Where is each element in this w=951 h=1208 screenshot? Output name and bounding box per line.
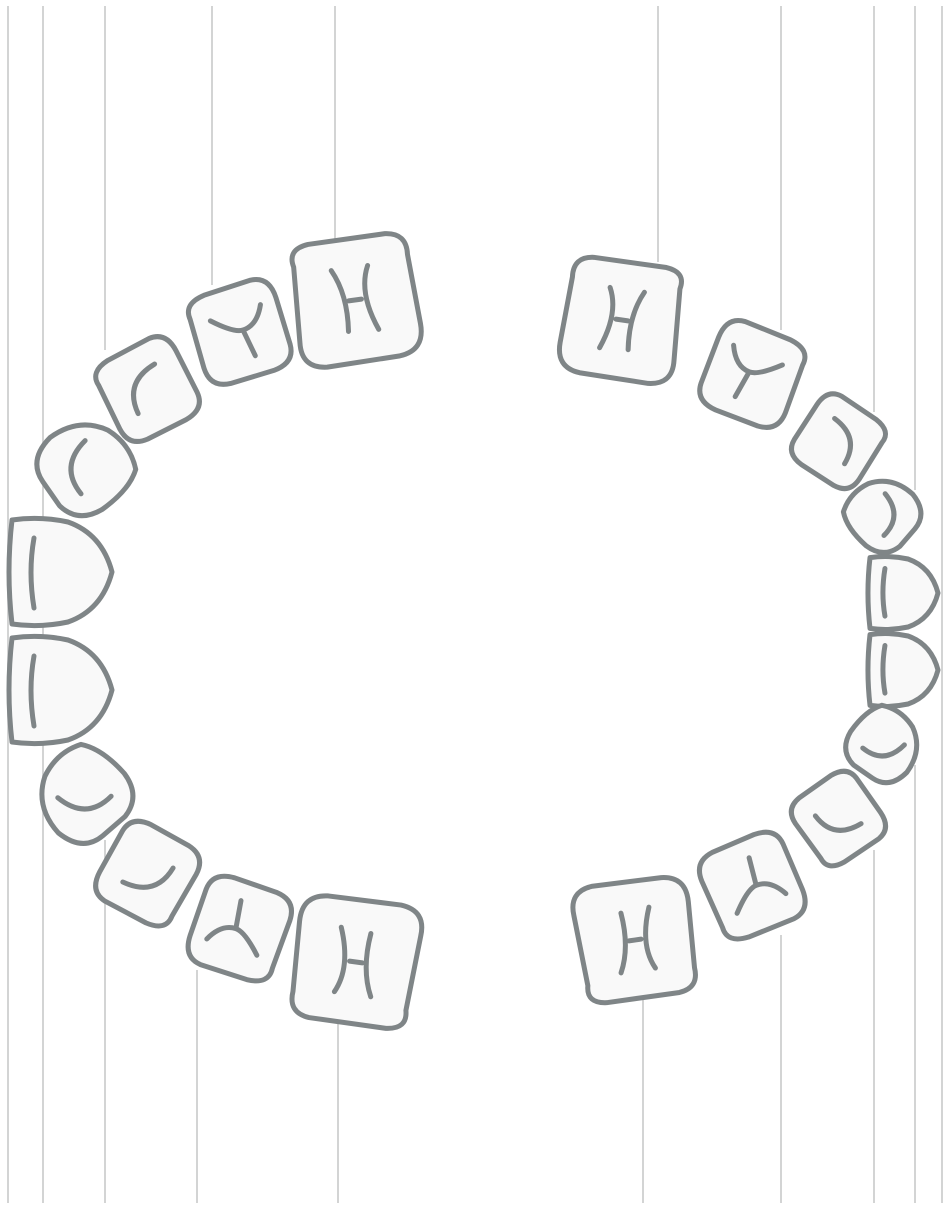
tooth-right-6-incisor	[868, 634, 938, 707]
tooth-right-2-premolar	[693, 315, 812, 435]
tooth-right-10-molar	[570, 873, 701, 1005]
tooth-right-5-incisor	[868, 557, 938, 630]
incisor-crown	[9, 636, 112, 743]
tooth-left-6-incisor	[9, 636, 112, 743]
tooth-left-5-incisor	[9, 518, 112, 625]
line-groove	[883, 569, 885, 617]
incisor-crown	[9, 518, 112, 625]
tooth-left-9-premolar	[183, 870, 298, 986]
incisor-crown	[868, 557, 938, 630]
tooth-left-1-molar	[286, 230, 424, 370]
line-groove	[883, 646, 885, 694]
tooth-left-2-premolar	[183, 274, 298, 390]
tooth-right-1-molar	[556, 254, 687, 386]
leader-lines	[8, 6, 942, 1203]
tooth-left-10-molar	[286, 891, 424, 1031]
incisor-crown	[868, 634, 938, 707]
arch-right	[556, 254, 938, 1005]
tooth-right-9-premolar	[693, 825, 812, 945]
arch-left	[9, 230, 425, 1031]
